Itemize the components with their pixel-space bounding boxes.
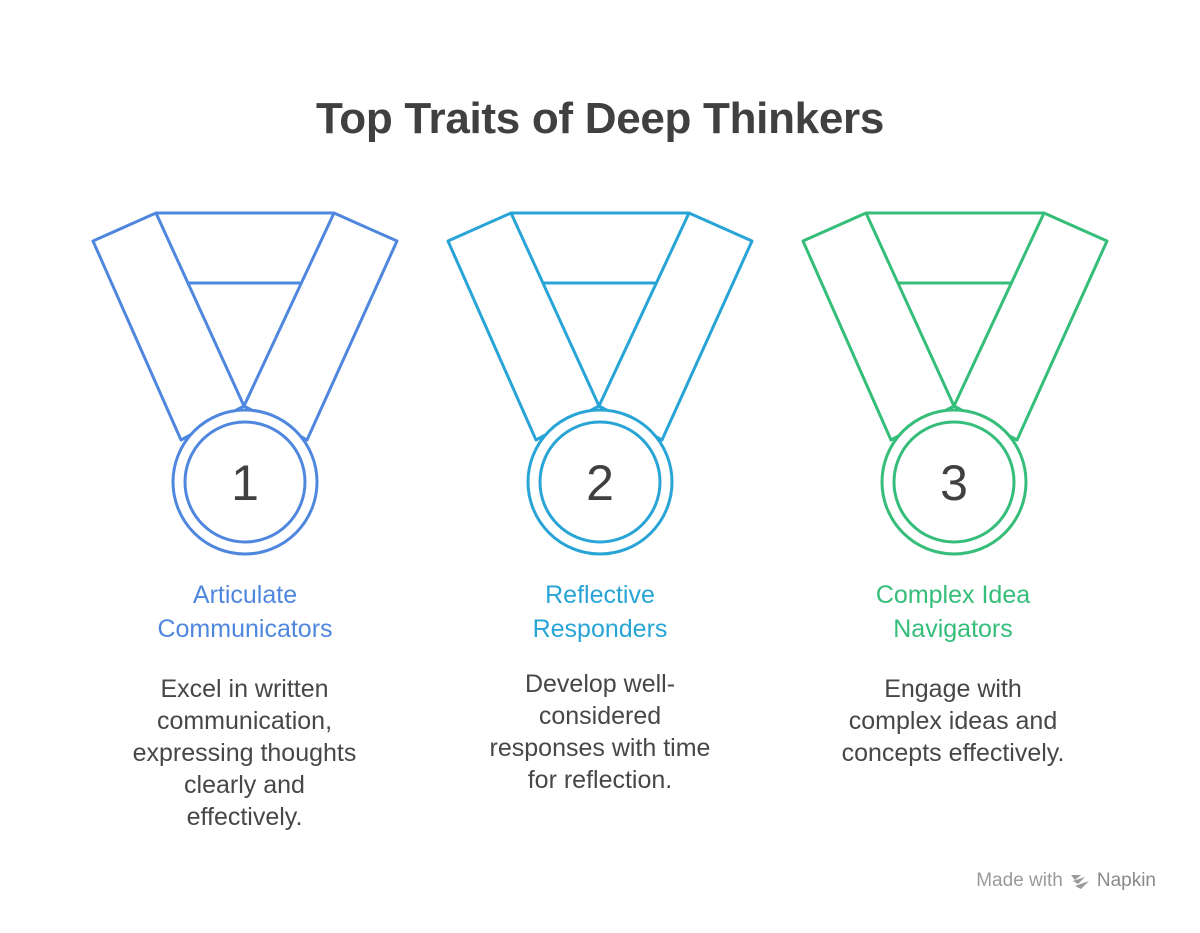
made-with-napkin-footer[interactable]: Made with Napkin (976, 870, 1156, 892)
medal-inner-ring-3 (892, 420, 1016, 544)
made-with-label: Made with (976, 870, 1063, 891)
trait-1-description-line: Excel in written (160, 675, 329, 703)
trait-1-heading-line1: Articulate (192, 581, 298, 609)
trait-2-heading: Reflective Responders (450, 578, 750, 646)
medal-1: 1 (91, 211, 399, 556)
napkin-logo-icon (1070, 875, 1089, 889)
ribbon-icon-2 (446, 211, 754, 442)
ribbon-icon-1 (91, 211, 399, 442)
trait-3-description-line: complex ideas and (848, 707, 1058, 735)
trait-2-description-line: considered (538, 702, 662, 730)
napkin-brand-label: Napkin (1096, 870, 1156, 891)
trait-3-heading: Complex Idea Navigators (803, 578, 1103, 646)
medal-number-1: 1 (231, 455, 259, 511)
medal-inner-ring-2 (538, 420, 662, 544)
medal-outer-ring-1 (171, 408, 319, 556)
trait-3-heading-line2: Navigators (893, 615, 1013, 643)
trait-1-description-line: expressing thoughts (132, 739, 357, 767)
trait-2-description-line: responses with time (489, 734, 711, 762)
page-title: Top Traits of Deep Thinkers (315, 94, 885, 143)
trait-1-description: Excel in written communication, expressi… (92, 673, 397, 833)
trait-3-description-line: Engage with (884, 675, 1022, 703)
trait-2-heading-line1: Reflective (545, 581, 655, 609)
medal-2: 2 (446, 211, 754, 556)
trait-2-description-line: for reflection. (527, 766, 673, 794)
medal-outer-ring-2 (526, 408, 674, 556)
medal-number-2: 2 (586, 455, 614, 511)
medal-3: 3 (801, 211, 1109, 556)
trait-3-heading-line1: Complex Idea (875, 581, 1031, 609)
medal-inner-ring-1 (183, 420, 307, 544)
trait-2-heading-line2: Responders (532, 615, 668, 643)
trait-3-description-line: concepts effectively. (841, 739, 1065, 767)
trait-1-description-line: effectively. (186, 803, 303, 831)
trait-1-description-line: communication, (156, 707, 333, 735)
medal-outer-ring-3 (880, 408, 1028, 556)
medal-number-3: 3 (940, 455, 968, 511)
trait-1-description-line: clearly and (184, 771, 305, 799)
trait-3-description: Engage with complex ideas and concepts e… (803, 673, 1103, 769)
trait-1-heading-line2: Communicators (157, 615, 333, 643)
ribbon-icon-3 (801, 211, 1109, 442)
trait-1-heading: Articulate Communicators (95, 578, 395, 646)
trait-2-description-line: Develop well- (524, 670, 676, 698)
trait-2-description: Develop well- considered responses with … (450, 668, 750, 796)
